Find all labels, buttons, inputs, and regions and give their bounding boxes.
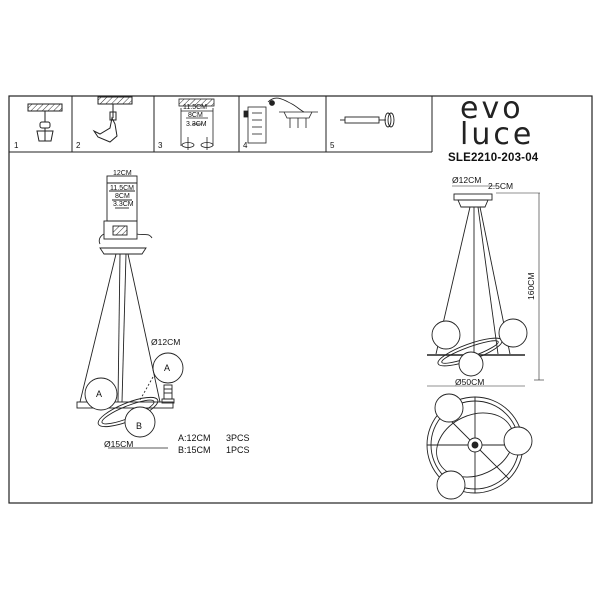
parts-a-qty: 3PCS xyxy=(226,433,250,443)
step-strip xyxy=(9,96,433,153)
diameter-ring-label: Ø15CM xyxy=(104,439,134,449)
step-1-number: 1 xyxy=(14,141,19,150)
detail-a-label: A xyxy=(164,363,171,373)
brand-logo-line-2: luce xyxy=(460,117,535,152)
step-3-dim-1: 11.5CM xyxy=(183,104,207,111)
canopy-dim-4: 3.3CM xyxy=(113,201,134,208)
step-1-illustration xyxy=(27,103,63,142)
model-number: SLE2210-203-04 xyxy=(448,152,539,164)
canopy-dim-1: 12CM xyxy=(113,170,132,177)
canopy-height-label: 2.5CM xyxy=(488,181,514,191)
step-3-dim-3: 3.3CM xyxy=(186,121,207,128)
right-front-view xyxy=(427,185,544,387)
step-5-illustration xyxy=(340,112,395,128)
canopy-diameter-label: Ø12CM xyxy=(452,175,482,185)
step-4-number: 4 xyxy=(243,141,248,150)
diameter-top-label: Ø12CM xyxy=(151,337,181,347)
step-2-number: 2 xyxy=(76,141,81,150)
globe-a-label: A xyxy=(96,389,103,399)
sheet-border xyxy=(8,95,593,504)
step-5-number: 5 xyxy=(330,141,335,150)
brand-logo-line-1: evo xyxy=(460,91,524,126)
frame-diameter-label: Ø50CM xyxy=(455,377,485,387)
left-exploded-view xyxy=(76,175,184,449)
step-4-illustration xyxy=(243,97,318,144)
parts-a-code: A:12CM xyxy=(178,433,211,443)
parts-b-qty: 1PCS xyxy=(226,445,250,455)
globe-b-label: B xyxy=(136,421,143,431)
step-3-number: 3 xyxy=(158,141,163,150)
step-3-illustration xyxy=(178,98,215,150)
step-2-illustration xyxy=(92,96,133,143)
parts-b-code: B:15CM xyxy=(178,445,211,455)
step-3-dim-2: 8CM xyxy=(188,112,203,119)
total-height-label: 160CM xyxy=(526,272,536,300)
canopy-dim-3: 8CM xyxy=(115,193,130,200)
right-top-view xyxy=(426,393,533,500)
canopy-dim-2: 11.5CM xyxy=(110,185,134,192)
